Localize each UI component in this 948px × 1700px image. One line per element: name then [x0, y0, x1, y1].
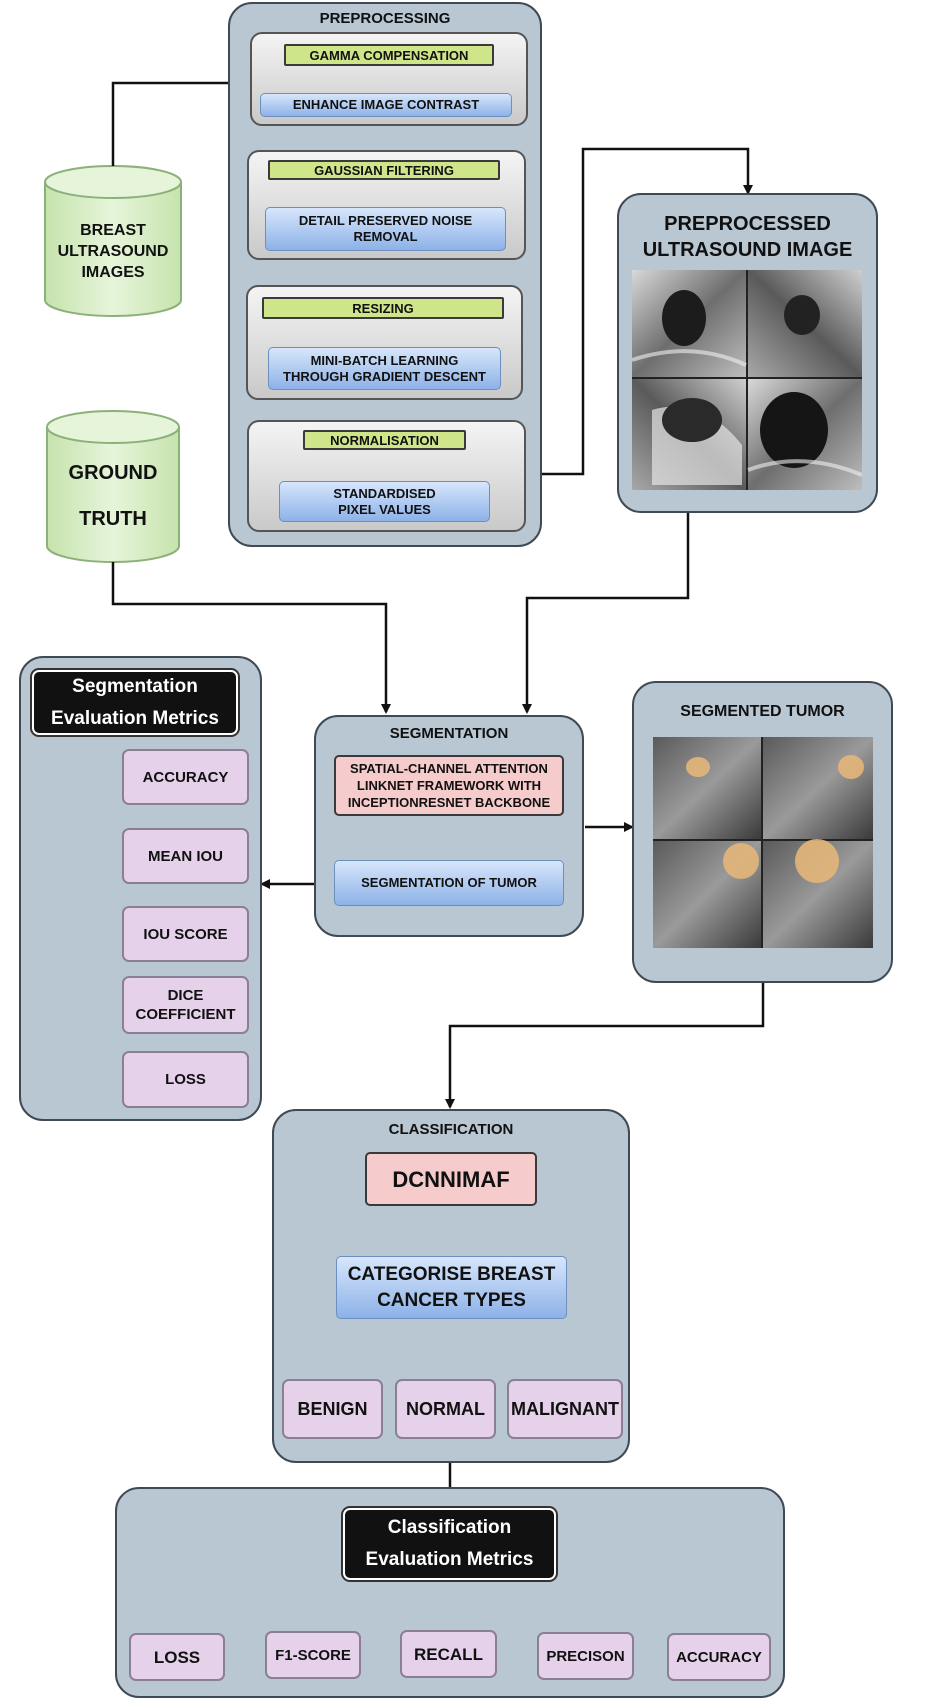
class-normal: NORMAL: [395, 1379, 496, 1439]
cls-metric-f1-score: F1-SCORE: [265, 1631, 361, 1679]
preprocessed-image-title: PREPROCESSED ULTRASOUND IMAGE: [642, 213, 853, 261]
ground-truth-label: GROUND TRUTH: [68, 462, 158, 530]
segmented-tumor-title: SEGMENTED TUMOR: [680, 703, 845, 720]
ultrasound-thumbnails: [632, 270, 862, 490]
cls-metric-recall: RECALL: [400, 1630, 497, 1678]
classification-metrics-title: Classification Evaluation Metrics: [343, 1508, 556, 1580]
seg-metric-accuracy: ACCURACY: [122, 749, 249, 805]
gaussian-filtering-label: GAUSSIAN FILTERING: [268, 160, 500, 180]
breast-ultrasound-images-label: BREAST ULTRASOUND IMAGES: [57, 222, 169, 281]
classification-title: CLASSIFICATION: [388, 1121, 514, 1138]
segmentation-metrics-title: Segmentation Evaluation Metrics: [32, 670, 238, 735]
arrow-groundtruth-to-segmentation: [111, 562, 391, 714]
seg-metric-mean-iou: MEAN IOU: [122, 828, 249, 884]
ground-truth-cylinder: [46, 410, 180, 563]
categorise-cancer-types-step: CATEGORISE BREAST CANCER TYPES: [336, 1256, 567, 1319]
cls-metric-loss: LOSS: [129, 1633, 225, 1681]
preprocessing-title: PREPROCESSING: [319, 10, 451, 27]
resizing-label: RESIZING: [262, 297, 504, 319]
segmentation-title: SEGMENTATION: [389, 725, 509, 742]
arrow-preprocessed-to-segmentation: [522, 513, 690, 714]
normalisation-label: NORMALISATION: [303, 430, 466, 450]
segmentation-of-tumor-step: SEGMENTATION OF TUMOR: [334, 860, 564, 906]
arrow-dataset-to-preprocessing: [111, 78, 252, 166]
seg-metric-dice-coefficient: DICE COEFFICIENT: [122, 976, 249, 1034]
ground-truth-dataset: GROUND TRUTH: [47, 462, 179, 542]
segmented-tumor-grid: [653, 737, 873, 948]
arrow-preprocessing-to-preprocessed: [525, 147, 753, 476]
linknet-model-box: SPATIAL-CHANNEL ATTENTION LINKNET FRAMEW…: [334, 755, 564, 816]
breast-ultrasound-images-dataset: BREAST ULTRASOUND IMAGES: [45, 220, 181, 290]
mini-batch-learning-step: MINI-BATCH LEARNING THROUGH GRADIENT DES…: [268, 347, 501, 390]
dcnnimaf-model-box: DCNNIMAF: [365, 1152, 537, 1206]
preprocessed-ultrasound-grid: [632, 270, 862, 490]
class-benign: BENIGN: [282, 1379, 383, 1439]
standardised-pixel-values-step: STANDARDISED PIXEL VALUES: [279, 481, 490, 522]
segmented-thumbnails: [653, 737, 873, 948]
gamma-compensation-label: GAMMA COMPENSATION: [284, 44, 494, 66]
class-malignant: MALIGNANT: [507, 1379, 623, 1439]
cls-metric-accuracy: ACCURACY: [667, 1633, 771, 1681]
cls-metric-precision: PRECISON: [537, 1632, 634, 1680]
enhance-image-contrast-step: ENHANCE IMAGE CONTRAST: [260, 93, 512, 117]
noise-removal-step: DETAIL PRESERVED NOISE REMOVAL: [265, 207, 506, 251]
seg-metric-iou-score: IOU SCORE: [122, 906, 249, 962]
arrow-tumor-to-classification: [445, 983, 765, 1109]
seg-metric-loss: LOSS: [122, 1051, 249, 1108]
